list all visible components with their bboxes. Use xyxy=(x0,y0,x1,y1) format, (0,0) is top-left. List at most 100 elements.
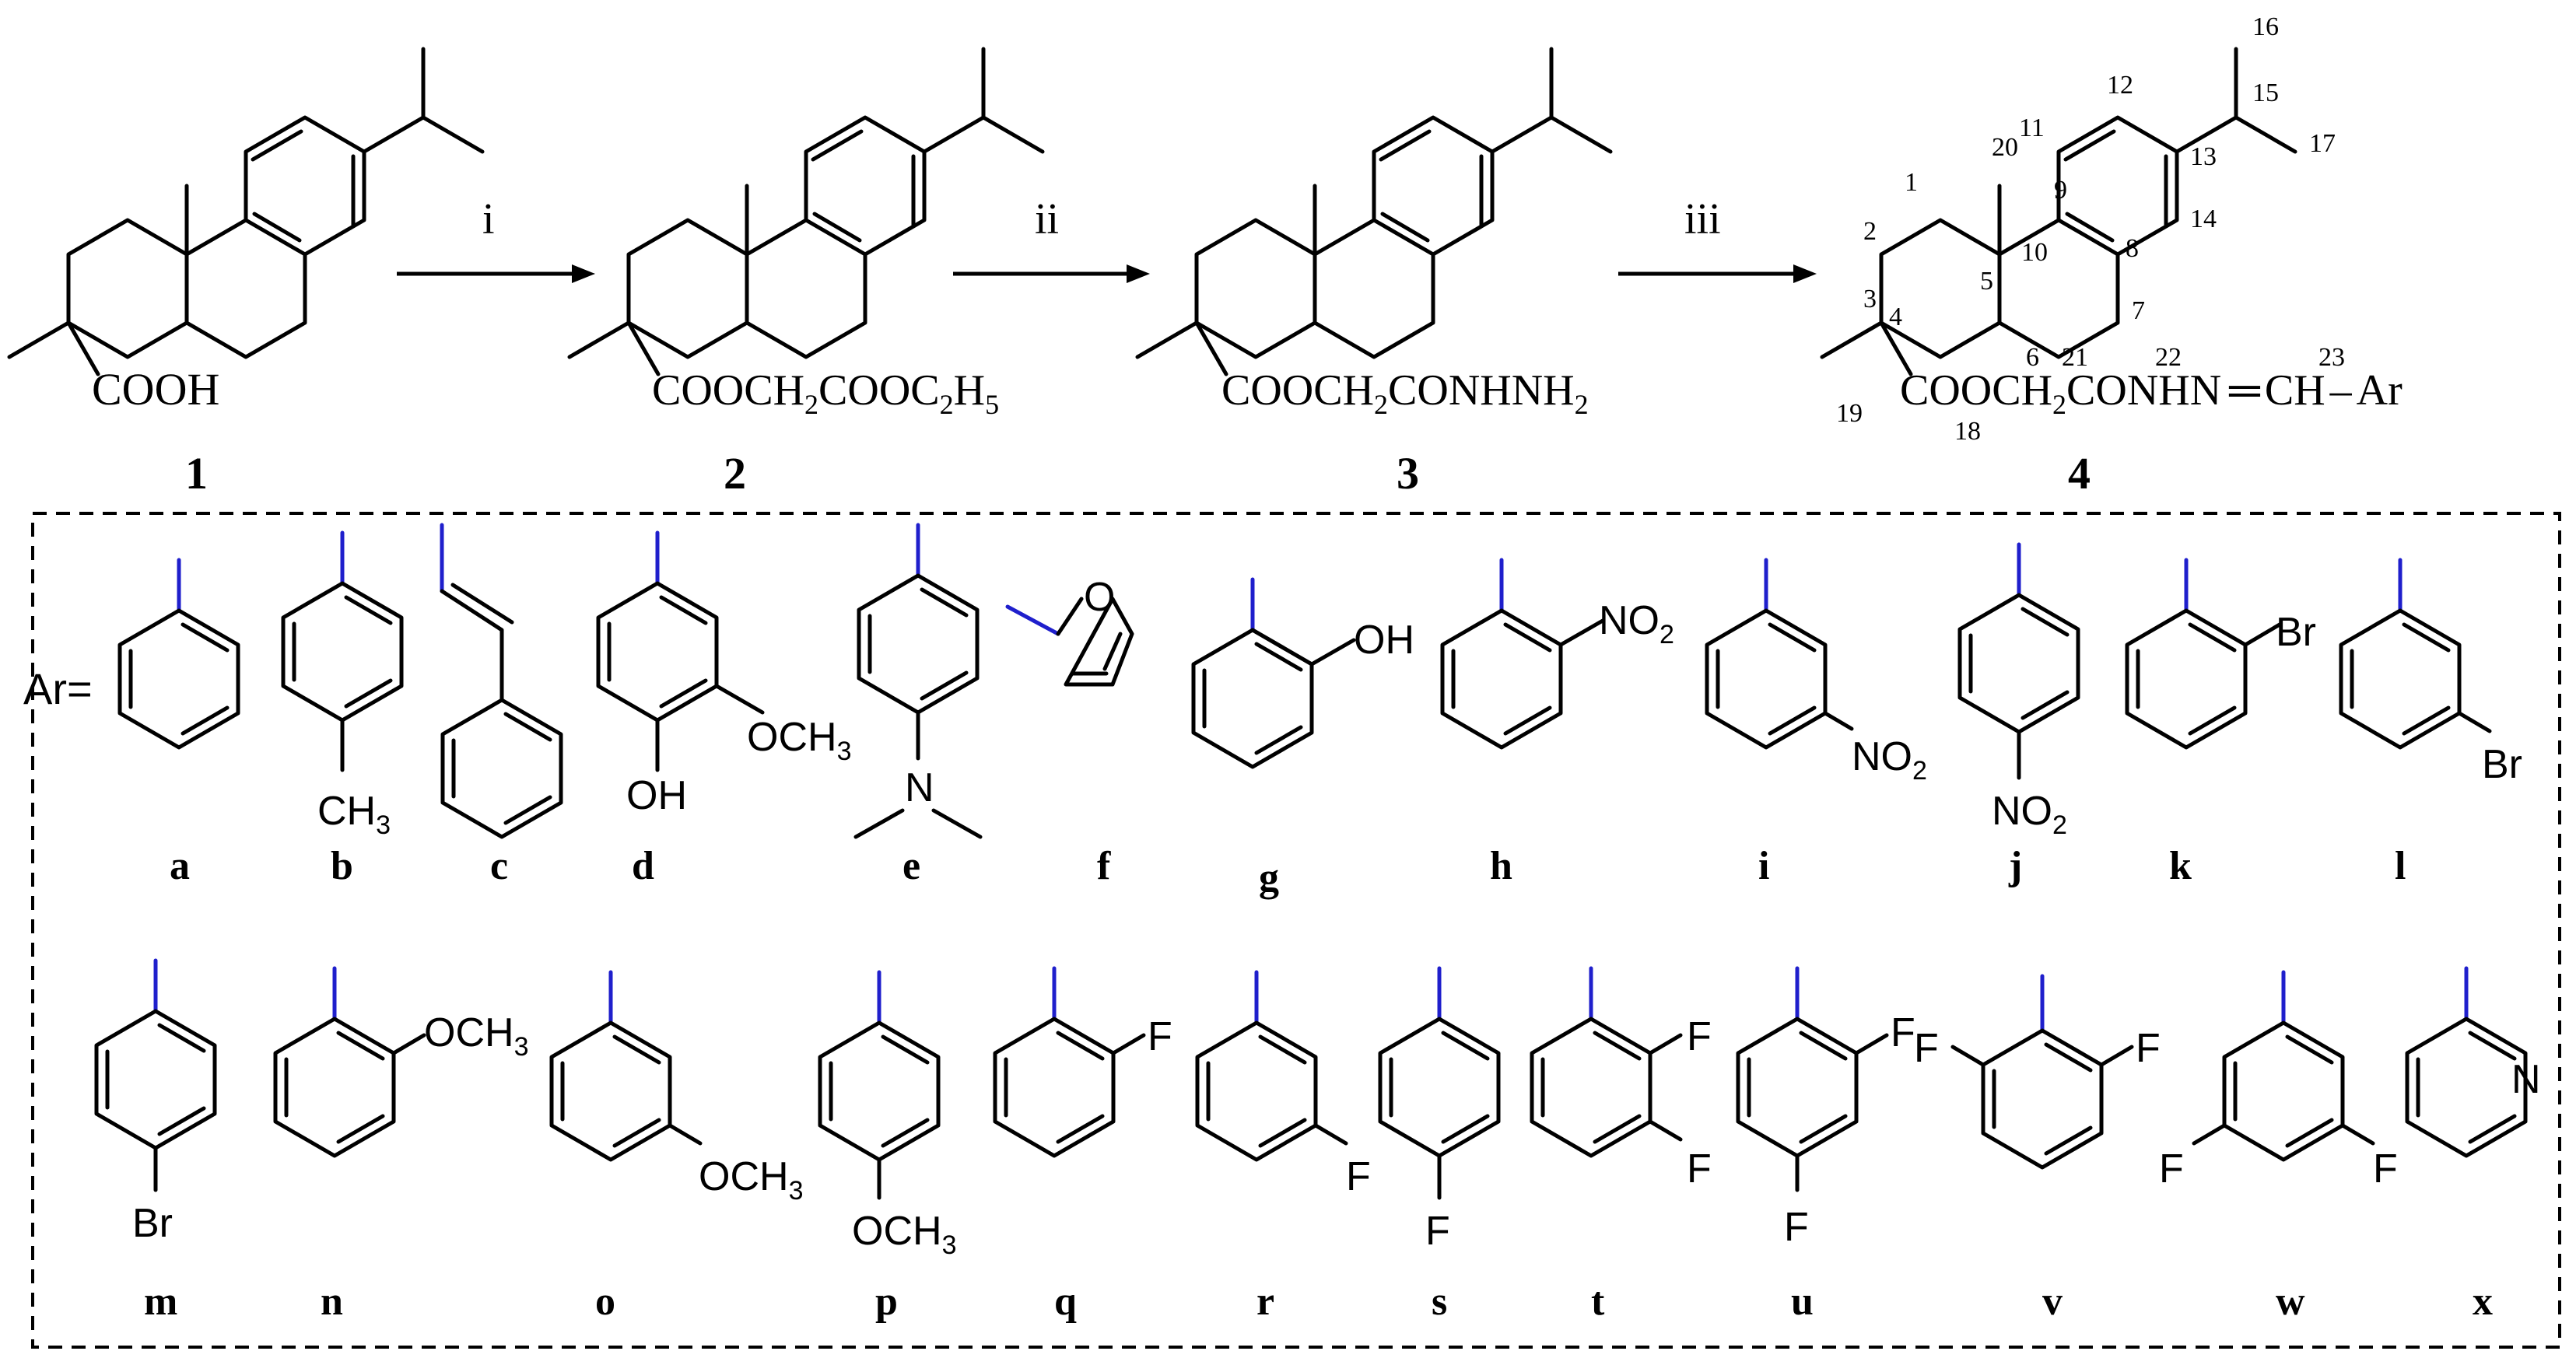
svg-text:NO2: NO2 xyxy=(1992,789,2067,840)
svg-text:13: 13 xyxy=(2190,142,2217,171)
svg-text:o: o xyxy=(595,1279,615,1324)
compound-4-label: 4 xyxy=(2068,448,2091,499)
svg-text:OCH3: OCH3 xyxy=(852,1209,956,1260)
svg-text:OH: OH xyxy=(1354,618,1414,663)
svg-text:3: 3 xyxy=(1863,285,1877,313)
row1-letters: a b c d e f g h i j k l xyxy=(170,844,2406,900)
substituent-g: OH xyxy=(1193,577,1414,767)
svg-text:h: h xyxy=(1490,844,1512,888)
svg-text:OCH3: OCH3 xyxy=(424,1010,528,1062)
svg-text:O: O xyxy=(1084,575,1115,620)
svg-text:6: 6 xyxy=(2026,343,2039,372)
svg-text:14: 14 xyxy=(2190,205,2217,233)
svg-text:n: n xyxy=(321,1279,343,1324)
svg-text:23: 23 xyxy=(2318,343,2345,372)
svg-text:g: g xyxy=(1259,856,1279,900)
substituent-u: F F xyxy=(1738,966,1915,1250)
substituent-m: Br xyxy=(96,958,215,1246)
svg-text:e: e xyxy=(902,844,920,888)
svg-text:t: t xyxy=(1591,1279,1605,1324)
svg-text:NO2: NO2 xyxy=(1599,598,1674,649)
substituent-n: OCH3 xyxy=(275,966,528,1156)
svg-text:N: N xyxy=(905,765,934,810)
svg-text:OCH3: OCH3 xyxy=(747,715,851,766)
svg-text:v: v xyxy=(2042,1279,2063,1324)
svg-text:9: 9 xyxy=(2054,176,2067,205)
svg-text:2: 2 xyxy=(1863,217,1877,246)
svg-text:17: 17 xyxy=(2309,129,2336,158)
substituent-q: F xyxy=(995,966,1172,1156)
svg-text:s: s xyxy=(1432,1279,1447,1324)
svg-text:F: F xyxy=(1914,1026,1939,1071)
substituent-a xyxy=(120,558,238,747)
substituent-w: F F xyxy=(2159,970,2398,1192)
substituent-j: NO2 xyxy=(1960,542,2078,840)
svg-text:i: i xyxy=(1758,844,1769,888)
svg-text:NO2: NO2 xyxy=(1852,734,1927,786)
substituent-i: NO2 xyxy=(1707,558,1927,786)
svg-text:F: F xyxy=(2136,1026,2161,1071)
row2-letters: m n o p q r s t u v w x xyxy=(144,1279,2493,1324)
svg-text:l: l xyxy=(2395,844,2406,888)
substituent-c xyxy=(440,523,561,837)
ar-prefix: Ar= xyxy=(23,664,93,713)
substituent-o: OCH3 xyxy=(552,970,803,1206)
compound-1-group: COOH xyxy=(92,364,219,415)
svg-text:19: 19 xyxy=(1836,399,1863,428)
svg-text:F: F xyxy=(1687,1014,1712,1059)
svg-text:20: 20 xyxy=(1992,133,2018,162)
substituent-k: Br xyxy=(2127,558,2316,747)
compound-1-label: 1 xyxy=(185,448,208,499)
substituent-l: Br xyxy=(2341,558,2522,787)
svg-text:F: F xyxy=(2159,1146,2184,1192)
svg-text:16: 16 xyxy=(2252,12,2279,41)
compound-2-group: COOCH2COOC2H5 xyxy=(652,366,999,420)
svg-text:F: F xyxy=(1346,1154,1371,1199)
svg-text:18: 18 xyxy=(1954,417,1981,446)
svg-text:OH: OH xyxy=(626,773,687,818)
substituent-d: OCH3 OH xyxy=(598,530,851,818)
substituent-box xyxy=(31,512,2561,1349)
arrow-step-ii xyxy=(953,264,1150,283)
svg-text:a: a xyxy=(170,844,190,888)
svg-text:x: x xyxy=(2473,1279,2493,1324)
svg-text:11: 11 xyxy=(2019,114,2045,142)
svg-text:5: 5 xyxy=(1980,267,1993,296)
svg-text:Br: Br xyxy=(2276,610,2316,655)
svg-text:Br: Br xyxy=(2482,742,2522,787)
svg-text:r: r xyxy=(1256,1279,1274,1324)
arrow-step-iii xyxy=(1618,264,1817,283)
svg-text:m: m xyxy=(144,1279,177,1324)
substituent-b: CH3 xyxy=(283,530,401,840)
svg-text:7: 7 xyxy=(2132,296,2145,325)
substituent-h: NO2 xyxy=(1442,558,1674,747)
svg-text:F: F xyxy=(1687,1146,1712,1192)
compound-2-label: 2 xyxy=(724,448,746,499)
svg-text:4: 4 xyxy=(1889,303,1902,331)
svg-text:F: F xyxy=(1148,1014,1172,1059)
svg-text:F: F xyxy=(1891,1010,1915,1055)
svg-text:c: c xyxy=(490,844,508,888)
svg-text:f: f xyxy=(1097,844,1111,888)
step-iii-label: iii xyxy=(1684,195,1721,243)
substituent-p: OCH3 xyxy=(820,970,956,1260)
svg-text:u: u xyxy=(1791,1279,1814,1324)
svg-text:22: 22 xyxy=(2155,343,2182,372)
substituent-f: O xyxy=(1005,575,1134,687)
svg-text:1: 1 xyxy=(1905,168,1918,197)
svg-text:12: 12 xyxy=(2107,71,2133,100)
svg-text:F: F xyxy=(1784,1205,1809,1250)
svg-text:OCH3: OCH3 xyxy=(699,1154,803,1206)
step-i-label: i xyxy=(482,195,495,243)
svg-text:j: j xyxy=(2008,844,2022,888)
svg-text:p: p xyxy=(875,1279,898,1324)
compound-4-group: COOCH2CONHN═CH‒Ar xyxy=(1900,366,2403,420)
svg-text:F: F xyxy=(1425,1209,1450,1254)
svg-text:b: b xyxy=(331,844,353,888)
svg-text:N: N xyxy=(2511,1057,2541,1102)
substituent-v: F F xyxy=(1914,974,2161,1167)
substituent-t: F F xyxy=(1532,966,1712,1192)
compound-3-structure xyxy=(1137,49,1610,374)
substituent-e: N xyxy=(853,523,983,839)
